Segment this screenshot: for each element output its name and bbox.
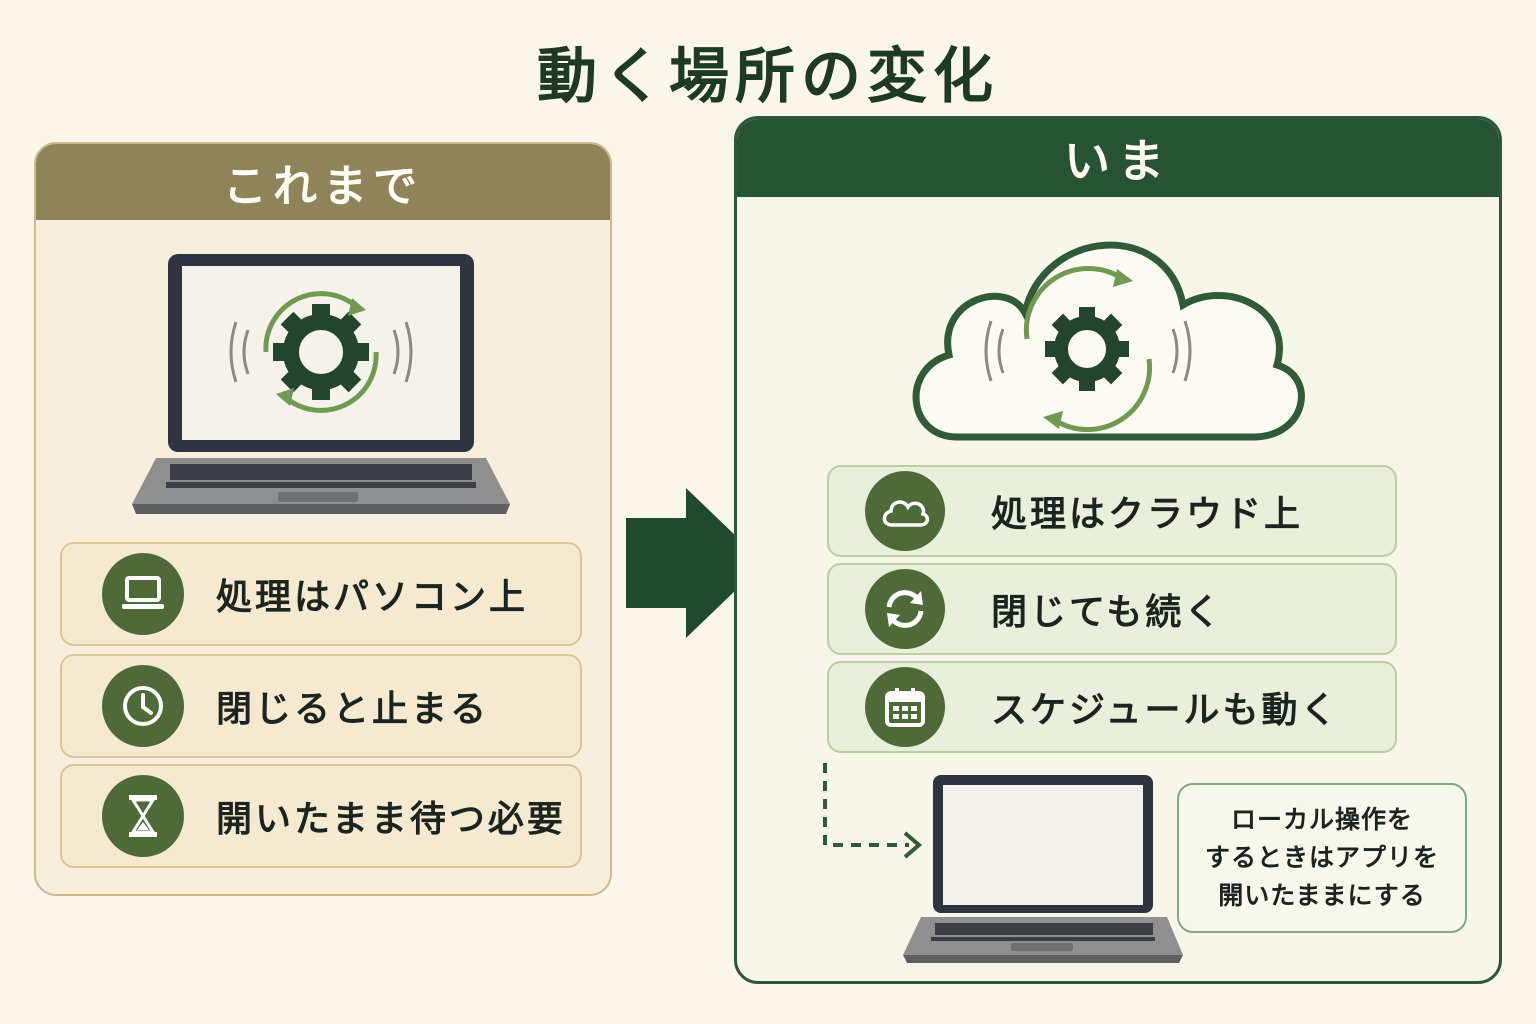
before-item-wait: 開いたまま待つ必要 — [60, 764, 582, 868]
before-item-stop: 閉じると止まる — [60, 654, 582, 758]
before-panel: これまで — [34, 142, 612, 896]
local-operation-note: ローカル操作を するときはアプリを 開いたままにする — [1177, 783, 1467, 933]
after-item-continue: 閉じても続く — [827, 563, 1397, 655]
note-line: 開いたままにする — [1218, 881, 1426, 910]
after-item-cloud: 処理はクラウド上 — [827, 465, 1397, 557]
before-item-label: 開いたまま待つ必要 — [216, 799, 566, 840]
clock-icon — [102, 665, 184, 747]
after-header: いま — [737, 119, 1499, 197]
sync-icon — [865, 569, 945, 649]
hourglass-icon — [102, 775, 184, 857]
cloud-icon — [865, 471, 945, 551]
after-item-schedule: スケジュールも動く — [827, 661, 1397, 753]
laptop-icon — [102, 553, 184, 635]
before-header: これまで — [36, 144, 610, 220]
page-title: 動く場所の変化 — [537, 42, 999, 112]
after-item-label: 閉じても続く — [991, 592, 1224, 633]
transition-arrow — [624, 488, 766, 638]
before-item-label: 処理はパソコン上 — [216, 577, 529, 618]
after-item-label: スケジュールも動く — [991, 690, 1340, 731]
calendar-icon — [865, 667, 945, 747]
after-item-label: 処理はクラウド上 — [991, 494, 1304, 535]
cloud-with-spinning-gear-icon — [912, 241, 1305, 441]
note-line: するときはアプリを — [1204, 843, 1439, 872]
laptop-gear-illustration — [126, 252, 516, 522]
right-arrow-icon — [626, 488, 764, 638]
note-line: ローカル操作を — [1230, 805, 1413, 834]
before-item-pc: 処理はパソコン上 — [60, 542, 582, 646]
laptop-icon — [903, 775, 1183, 963]
before-item-label: 閉じると止まる — [216, 689, 490, 730]
cloud-gear-illustration — [897, 209, 1307, 449]
local-laptop-illustration — [899, 773, 1189, 969]
dashed-connector-arrow — [823, 763, 923, 859]
laptop-with-spinning-gear-icon — [132, 254, 510, 514]
after-panel: いま — [734, 116, 1502, 984]
